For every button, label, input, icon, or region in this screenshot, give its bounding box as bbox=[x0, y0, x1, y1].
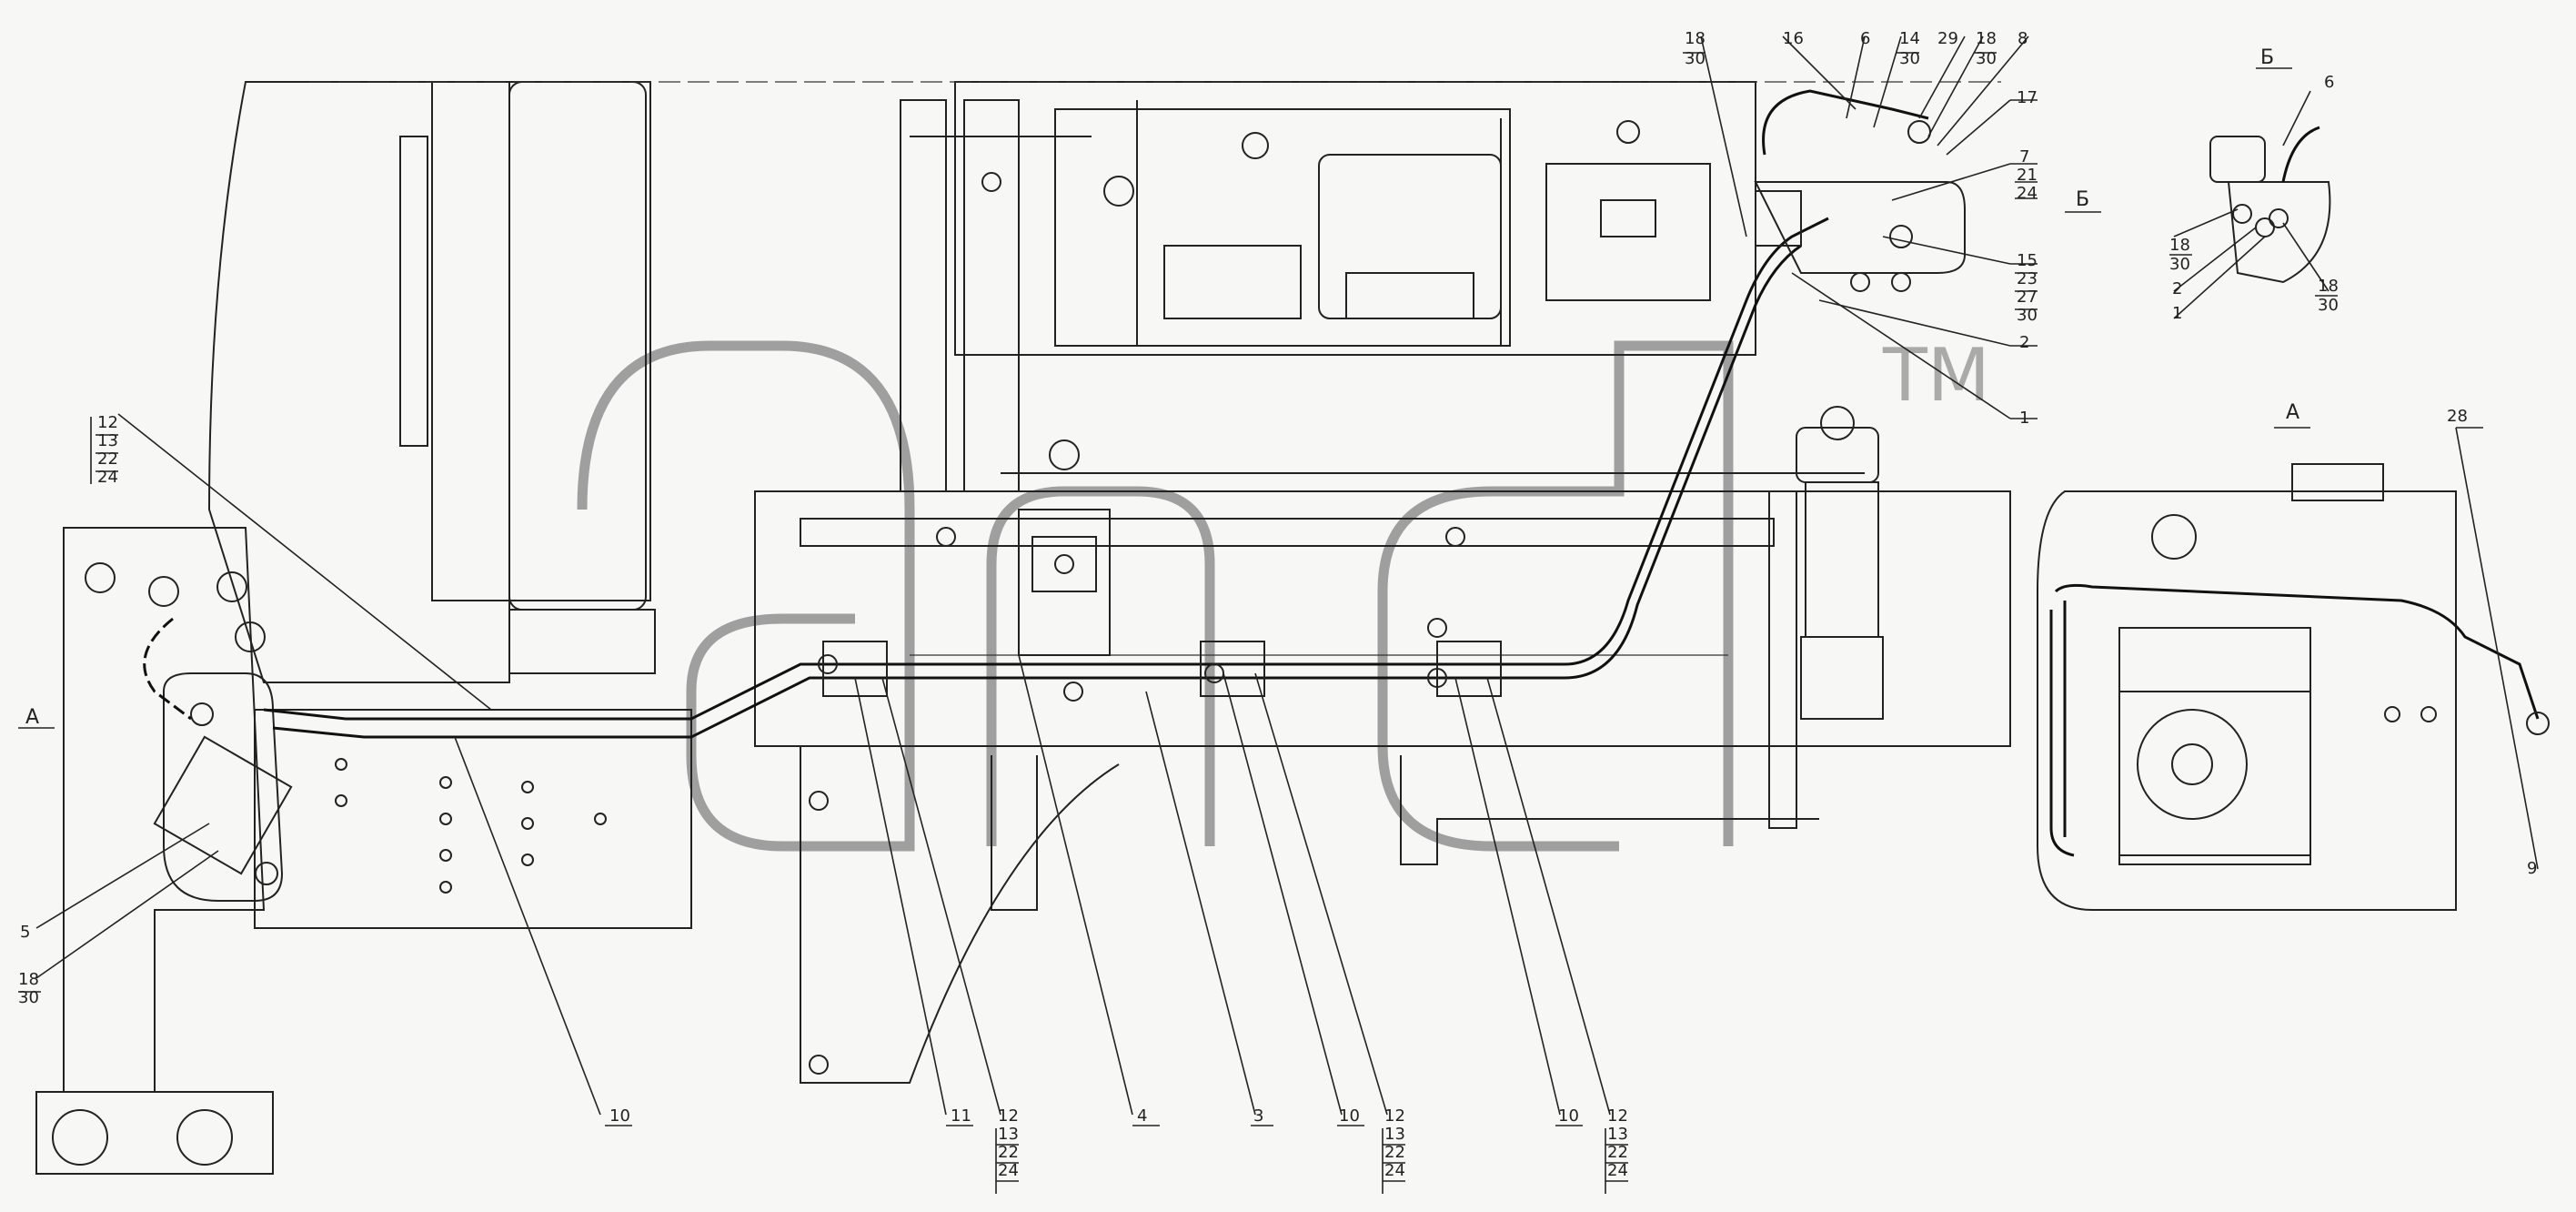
callout-27: 27 bbox=[2017, 288, 2038, 307]
callout-30: 30 bbox=[2169, 255, 2190, 274]
callout-22: 22 bbox=[1384, 1143, 1405, 1162]
callout-11: 11 bbox=[951, 1106, 971, 1126]
callout-2: 2 bbox=[2172, 279, 2182, 298]
callout-3: 3 bbox=[1253, 1106, 1263, 1126]
callout-10: 10 bbox=[1339, 1106, 1360, 1126]
callout-1: 1 bbox=[2019, 409, 2029, 428]
callout-13: 13 bbox=[1607, 1125, 1628, 1144]
callout-22: 22 bbox=[998, 1143, 1019, 1162]
valve-sensor-left bbox=[153, 672, 293, 902]
callout-30: 30 bbox=[18, 988, 39, 1007]
callout-6: 6 bbox=[2324, 73, 2334, 92]
view-label-a-title: А bbox=[2286, 401, 2299, 424]
callout-5: 5 bbox=[20, 923, 30, 942]
callout-12: 12 bbox=[998, 1106, 1019, 1126]
callout-30: 30 bbox=[2318, 296, 2339, 315]
fuel-filter bbox=[1768, 406, 1884, 829]
engine-block bbox=[900, 81, 1756, 492]
callout-9: 9 bbox=[2527, 859, 2537, 878]
fitting-cluster bbox=[1754, 89, 1966, 292]
callout-29: 29 bbox=[1937, 29, 1958, 48]
fuel-lines bbox=[143, 217, 1829, 739]
callout-30: 30 bbox=[2017, 306, 2038, 325]
watermark-logo: TM bbox=[577, 333, 1990, 852]
callout-24: 24 bbox=[97, 468, 118, 487]
callout-labels: 12 13 22 24 5 18 30 10 11 12 13 22 24 4 … bbox=[18, 29, 2537, 1180]
callout-7: 7 bbox=[2019, 147, 2029, 167]
callout-18: 18 bbox=[1976, 29, 1997, 48]
callout-16: 16 bbox=[1783, 29, 1804, 48]
leader-lines bbox=[18, 35, 2539, 1194]
callout-10: 10 bbox=[609, 1106, 630, 1126]
callout-24: 24 bbox=[998, 1161, 1019, 1180]
view-label-b-title: Б bbox=[2260, 46, 2274, 69]
callout-15: 15 bbox=[2017, 251, 2038, 270]
callout-13: 13 bbox=[1384, 1125, 1405, 1144]
detail-view-b bbox=[2209, 126, 2331, 284]
callout-22: 22 bbox=[97, 449, 118, 469]
view-label-b-main: Б bbox=[2076, 188, 2089, 211]
callout-21: 21 bbox=[2017, 166, 2038, 185]
callout-24: 24 bbox=[2017, 184, 2038, 203]
callout-2: 2 bbox=[2019, 333, 2029, 352]
callout-24: 24 bbox=[1607, 1161, 1628, 1180]
callout-12: 12 bbox=[97, 413, 118, 432]
callout-23: 23 bbox=[2017, 269, 2038, 288]
callout-8: 8 bbox=[2018, 29, 2028, 48]
callout-28: 28 bbox=[2447, 407, 2468, 426]
callout-14: 14 bbox=[1899, 29, 1920, 48]
callout-18: 18 bbox=[2169, 236, 2190, 255]
callout-18: 18 bbox=[1685, 29, 1706, 48]
callout-10: 10 bbox=[1558, 1106, 1579, 1126]
callout-30: 30 bbox=[1899, 49, 1920, 68]
callout-12: 12 bbox=[1607, 1106, 1628, 1126]
callout-30: 30 bbox=[1685, 49, 1706, 68]
radiator-housing bbox=[207, 81, 2001, 683]
callout-18: 18 bbox=[18, 970, 39, 989]
callout-13: 13 bbox=[998, 1125, 1019, 1144]
callout-24: 24 bbox=[1384, 1161, 1405, 1180]
callout-1: 1 bbox=[2172, 304, 2182, 323]
callout-18: 18 bbox=[2318, 277, 2339, 296]
detail-view-a bbox=[2037, 463, 2550, 911]
trademark-mark: TM bbox=[1882, 333, 1990, 418]
callout-13: 13 bbox=[97, 431, 118, 450]
callout-4: 4 bbox=[1137, 1106, 1147, 1126]
callout-6: 6 bbox=[1860, 29, 1870, 48]
callout-12: 12 bbox=[1384, 1106, 1405, 1126]
view-label-a-left: А bbox=[25, 706, 39, 729]
callout-17: 17 bbox=[2017, 88, 2038, 107]
callout-30: 30 bbox=[1976, 49, 1997, 68]
callout-22: 22 bbox=[1607, 1143, 1628, 1162]
left-bracket bbox=[35, 527, 692, 1175]
engine-mount bbox=[1018, 509, 1111, 656]
